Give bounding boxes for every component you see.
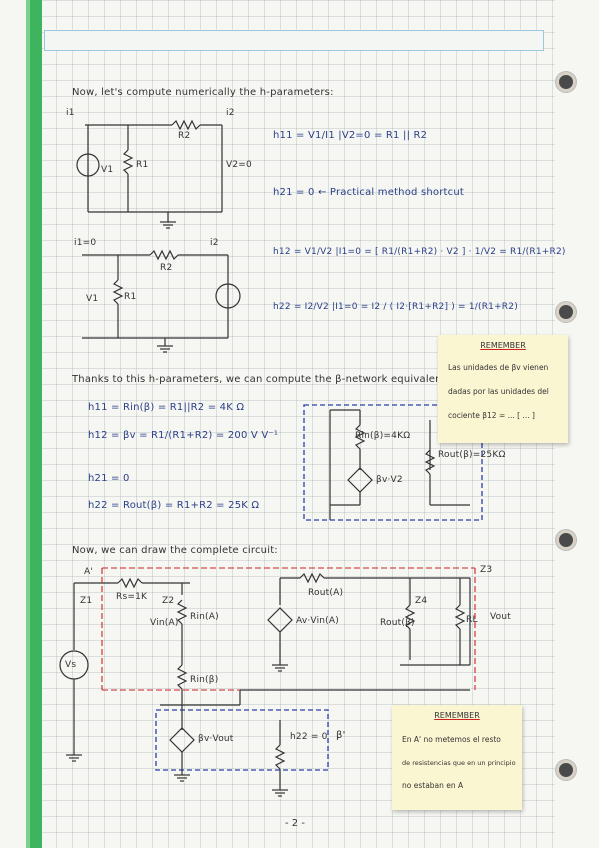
label-V2-zero: V2=0 bbox=[226, 160, 252, 170]
label-rout-beta: Rout(β)=25KΩ bbox=[438, 450, 506, 460]
label-rin-beta-2: Rin(β) bbox=[190, 675, 219, 685]
h21-zero: h21 = 0 bbox=[88, 473, 130, 484]
label-av-vin: Av·Vin(A) bbox=[296, 616, 339, 626]
label-beta-prime: β' bbox=[336, 730, 346, 741]
label-rin-beta: Rin(β)=4KΩ bbox=[355, 431, 411, 441]
page-number: - 2 - bbox=[285, 818, 305, 829]
h11-equation: h11 = V1/I1 |V2=0 = R1 || R2 bbox=[273, 130, 428, 141]
label-rl: RL bbox=[466, 615, 478, 625]
rout-beta-equation: h22 = Rout(β) = R1+R2 = 25K Ω bbox=[88, 500, 260, 511]
remember-line: de resistencias que en un principio bbox=[402, 759, 516, 767]
label-rs: Rs=1K bbox=[116, 592, 148, 602]
remember-line: no estaban en A bbox=[402, 781, 464, 790]
remember-note-2: REMEMBER En A' no metemos el resto de re… bbox=[392, 705, 522, 810]
binder-hole bbox=[556, 760, 576, 780]
remember-line: Las unidades de βv vienen bbox=[448, 363, 549, 372]
label-z4: Z4 bbox=[415, 596, 428, 606]
h21-equation: h21 = 0 ← Practical method shortcut bbox=[273, 187, 465, 198]
label-i2: i2 bbox=[226, 108, 235, 118]
label-i2: i2 bbox=[210, 238, 219, 248]
intro-beta-network: Thanks to this h-parameters, we can comp… bbox=[72, 374, 463, 385]
label-vs: Vs bbox=[65, 660, 77, 670]
remember-title: REMEMBER bbox=[434, 711, 480, 720]
label-V1: V1 bbox=[86, 294, 99, 304]
label-R1: R1 bbox=[124, 292, 137, 302]
label-h22-zero: h22 = 0 bbox=[290, 732, 328, 742]
remember-title: REMEMBER bbox=[480, 341, 526, 350]
label-vout: Vout bbox=[490, 612, 511, 622]
margin-strip-light bbox=[26, 0, 30, 848]
label-rin-a: Rin(A) bbox=[190, 612, 219, 622]
label-vin-a: Vin(A) bbox=[150, 618, 179, 628]
label-R2: R2 bbox=[178, 131, 191, 141]
h22-equation: h22 = I2/V2 |I1=0 = I2 / ( I2·[R1+R2] ) … bbox=[273, 302, 518, 312]
margin-strip bbox=[30, 0, 42, 848]
remember-line: cociente β12 = ... [ ... ] bbox=[448, 411, 535, 420]
remember-line: dadas por las unidades del bbox=[448, 387, 549, 396]
binder-hole bbox=[556, 302, 576, 322]
rin-beta-equation: h11 = Rin(β) = R1||R2 = 4K Ω bbox=[88, 402, 245, 413]
label-z2: Z2 bbox=[162, 596, 175, 606]
label-R1: R1 bbox=[136, 160, 149, 170]
remember-note-1: REMEMBER Las unidades de βv vienen dadas… bbox=[438, 335, 568, 443]
intro-complete-circuit: Now, we can draw the complete circuit: bbox=[72, 545, 278, 556]
beta-v-equation: h12 = βv = R1/(R1+R2) = 200 V V⁻¹ bbox=[88, 430, 279, 441]
label-i1: i1 bbox=[66, 108, 75, 118]
label-i1-zero: i1=0 bbox=[74, 238, 97, 248]
label-R2: R2 bbox=[160, 263, 173, 273]
remember-line: En A' no metemos el resto bbox=[402, 735, 501, 744]
label-rout-a: Rout(A) bbox=[308, 588, 344, 598]
label-beta-vout: βv·Vout bbox=[198, 734, 234, 744]
intro-h-parameters: Now, let's compute numerically the h-par… bbox=[72, 87, 334, 98]
label-beta-v2: βv·V2 bbox=[376, 475, 403, 485]
label-V1: V1 bbox=[101, 165, 114, 175]
header-box bbox=[44, 30, 544, 51]
label-rout-beta-2: Rout(β) bbox=[380, 618, 415, 628]
h12-equation: h12 = V1/V2 |I1=0 = [ R1/(R1+R2) · V2 ] … bbox=[273, 247, 566, 257]
label-a-prime: A' bbox=[84, 567, 94, 577]
binder-hole bbox=[556, 72, 576, 92]
binder-hole bbox=[556, 530, 576, 550]
label-z1: Z1 bbox=[80, 596, 93, 606]
label-z3: Z3 bbox=[480, 565, 493, 575]
